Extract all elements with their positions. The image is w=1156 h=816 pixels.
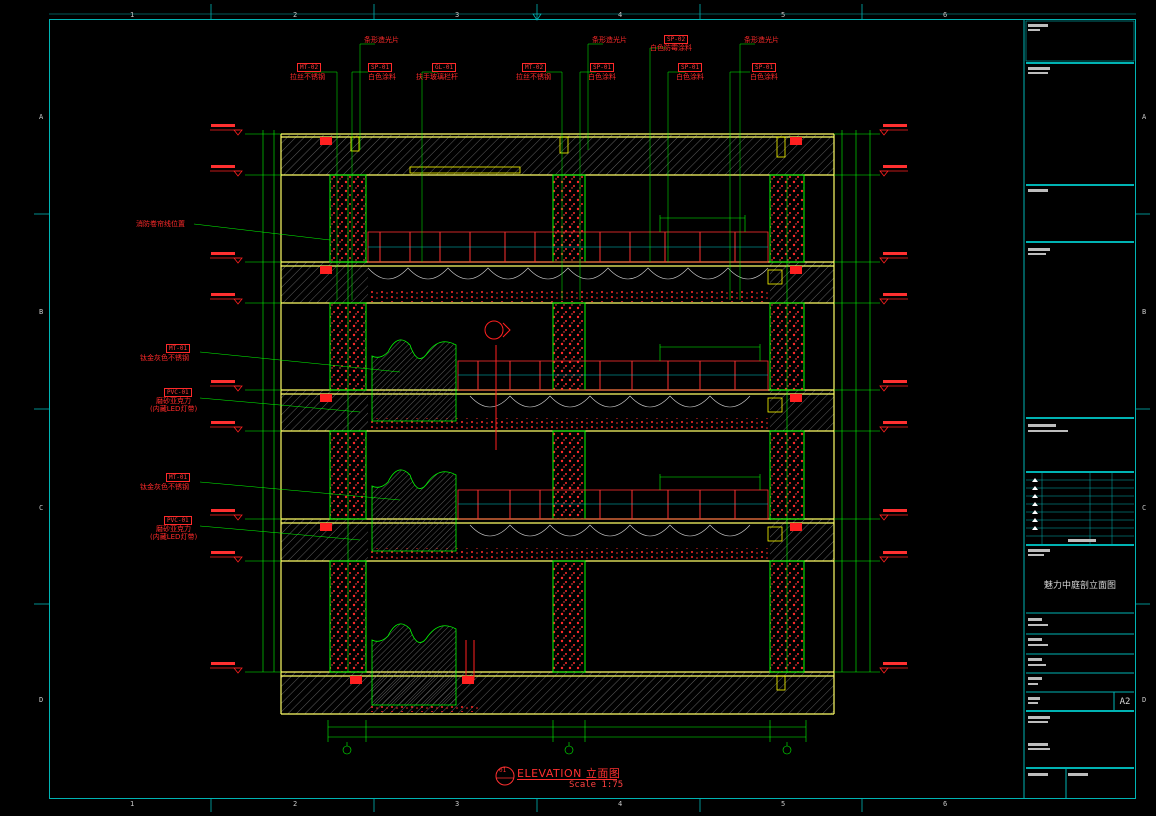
grid-col-6-bottom: 6	[943, 800, 947, 808]
dimension-lines	[245, 130, 880, 755]
top-label-3: 条形造光片	[744, 36, 779, 44]
grid-row-b-right: B	[1142, 308, 1146, 316]
tag-gl01-text: 扶手玻璃栏杆	[416, 73, 458, 81]
elevation-drawing	[280, 133, 835, 715]
side-tag-pvc01-b-text: 磨砂亚克力	[156, 525, 191, 533]
title-block-symbols	[1032, 478, 1038, 530]
level-values	[211, 124, 907, 665]
grid-col-3-bottom: 3	[455, 800, 459, 808]
grid-row-b-left: B	[39, 308, 43, 316]
side-tag-mt01-a: MT-01	[166, 344, 191, 353]
annotation-leaders	[193, 43, 755, 541]
side-tag-pvc01-a-sub: (内藏LED灯带)	[150, 405, 198, 413]
tag-mt02-a-text: 拉丝不锈钢	[290, 73, 325, 81]
grid-column-markers	[34, 4, 1150, 812]
top-label-2: 条形造光片	[592, 36, 627, 44]
grid-col-3-top: 3	[455, 11, 459, 19]
grid-col-4-top: 4	[618, 11, 622, 19]
side-tag-pvc01-b-sub: (内藏LED灯带)	[150, 533, 198, 541]
tag-sp01-b: SP-01	[590, 63, 615, 72]
grid-row-c-right: C	[1142, 504, 1146, 512]
tag-mt02-b-text: 拉丝不锈钢	[516, 73, 551, 81]
grid-row-d-right: D	[1142, 696, 1146, 704]
grid-col-4-bottom: 4	[618, 800, 622, 808]
grid-col-2-top: 2	[293, 11, 297, 19]
title-block-sheet-size: A2	[1119, 697, 1131, 707]
side-tag-pvc01-a-text: 磨砂亚克力	[156, 397, 191, 405]
title-block-text-bars	[1028, 24, 1096, 776]
sheet-border	[49, 19, 1136, 799]
grid-col-1-bottom: 1	[130, 800, 134, 808]
tag-sp01-d: SP-01	[752, 63, 777, 72]
grid-col-5-bottom: 5	[781, 800, 785, 808]
tag-mt02-a: MT-02	[297, 63, 322, 72]
tag-sp02-text: 白色防霉涂料	[650, 44, 692, 52]
top-label-1: 条形造光片	[364, 36, 399, 44]
grid-col-2-bottom: 2	[293, 800, 297, 808]
grid-row-c-left: C	[39, 504, 43, 512]
elevation-marker-number: 01	[499, 767, 507, 774]
title-block-drawing-name: 魅力中庭剖立面图	[1043, 581, 1116, 591]
side-tag-pvc01-a: PVC-01	[164, 388, 192, 397]
grid-row-a-right: A	[1142, 113, 1147, 121]
grid-col-5-top: 5	[781, 11, 785, 19]
tag-sp01-c-text: 白色涂料	[676, 73, 704, 81]
grid-col-6-top: 6	[943, 11, 947, 19]
fire-shutter-note: 消防卷帘线位置	[136, 220, 185, 228]
drawing-scale: Scale 1:75	[569, 780, 624, 790]
drawing-title: ELEVATION 立面图	[517, 767, 621, 780]
level-markers	[210, 129, 908, 674]
title-block	[1023, 19, 1135, 798]
grid-row-d-left: D	[39, 696, 43, 704]
side-tag-mt01-b-text: 钛金灰色不锈钢	[140, 483, 189, 491]
tag-mt02-b: MT-02	[522, 63, 547, 72]
tag-sp01-a-text: 白色涂料	[368, 73, 396, 81]
elevation-marker-icon	[495, 766, 515, 786]
tag-sp02: SP-02	[664, 35, 689, 44]
tag-sp01-b-text: 白色涂料	[588, 73, 616, 81]
tag-sp01-a: SP-01	[368, 63, 393, 72]
side-tag-mt01-b: MT-01	[166, 473, 191, 482]
side-tag-pvc01-b: PVC-01	[164, 516, 192, 525]
title-underline	[517, 779, 617, 780]
grid-row-a-left: A	[39, 113, 44, 121]
tag-sp01-c: SP-01	[678, 63, 703, 72]
side-tag-mt01-a-text: 钛金灰色不锈钢	[140, 354, 189, 362]
grid-col-1-top: 1	[130, 11, 134, 19]
tag-gl01: GL-01	[432, 63, 457, 72]
tag-sp01-d-text: 白色涂料	[750, 73, 778, 81]
